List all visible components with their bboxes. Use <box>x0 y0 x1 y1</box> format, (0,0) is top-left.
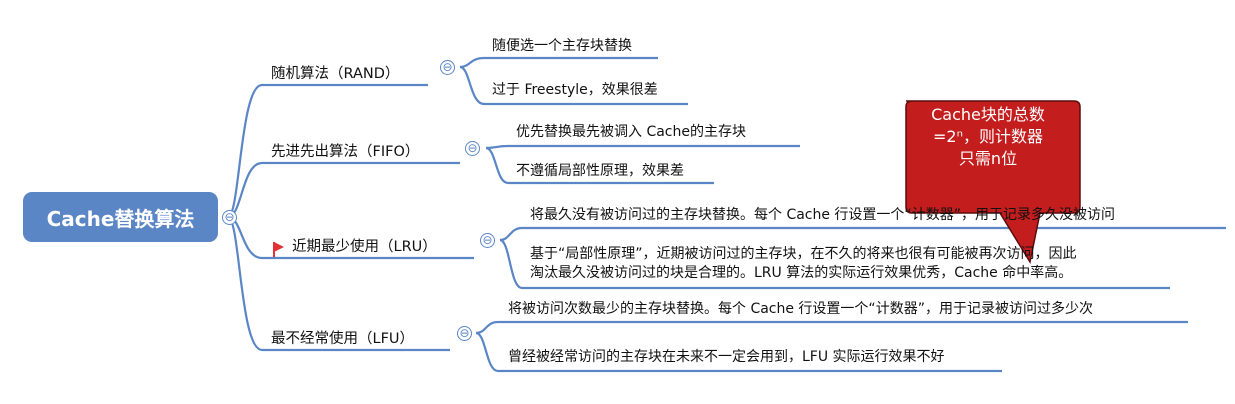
leaf-lru-1[interactable]: 将最久没有被访问过的主存块替换。每个 Cache 行设置一个“计数器”，用于记录… <box>530 207 1115 223</box>
leaf-lru-2b[interactable]: 淘汰最久没被访问过的块是合理的。LRU 算法的实际运行效果优秀，Cache 命中… <box>530 265 1073 281</box>
callout-line-3: 只需n位 <box>958 149 1018 168</box>
branch-lfu-collapse-icon[interactable]: ⊖ <box>457 326 472 341</box>
leaf-fifo-2[interactable]: 不遵循局部性原理，效果差 <box>516 163 684 179</box>
branch-fifo-collapse-icon[interactable]: ⊖ <box>465 141 480 156</box>
leaf-fifo-1[interactable]: 优先替换最先被调入 Cache的主存块 <box>516 124 746 140</box>
callout-note: Cache块的总数 =2ⁿ，则计数器 只需n位 <box>900 104 1076 170</box>
branch-lru-collapse-icon[interactable]: ⊖ <box>480 233 495 248</box>
branch-lru[interactable]: 近期最少使用（LRU） <box>273 235 437 257</box>
callout-line-2: =2ⁿ，则计数器 <box>933 127 1043 146</box>
branch-rand-collapse-icon[interactable]: ⊖ <box>440 60 455 75</box>
leaf-lfu-2[interactable]: 曾经被经常访问的主存块在未来不一定会用到，LFU 实际运行效果不好 <box>508 349 945 365</box>
leaf-rand-1[interactable]: 随便选一个主存块替换 <box>492 38 632 54</box>
leaf-lru-2a[interactable]: 基于“局部性原理”，近期被访问过的主存块，在不久的将来也很有可能被再次访问，因此 <box>530 246 1077 262</box>
root-collapse-icon[interactable]: ⊖ <box>222 210 237 225</box>
leaf-lfu-1[interactable]: 将被访问次数最少的主存块替换。每个 Cache 行设置一个“计数器”，用于记录被… <box>508 301 1093 317</box>
branch-fifo[interactable]: 先进先出算法（FIFO） <box>271 144 420 160</box>
leaf-rand-2[interactable]: 过于 Freestyle，效果很差 <box>492 82 658 98</box>
callout-bubble <box>905 100 1081 265</box>
callout-line-1: Cache块的总数 <box>931 105 1045 124</box>
branch-lfu[interactable]: 最不经常使用（LFU） <box>271 331 415 347</box>
root-node[interactable]: Cache替换算法 <box>23 192 218 242</box>
flag-icon <box>273 242 284 257</box>
branch-lru-label: 近期最少使用（LRU） <box>292 239 437 255</box>
branch-rand[interactable]: 随机算法（RAND） <box>271 66 400 82</box>
